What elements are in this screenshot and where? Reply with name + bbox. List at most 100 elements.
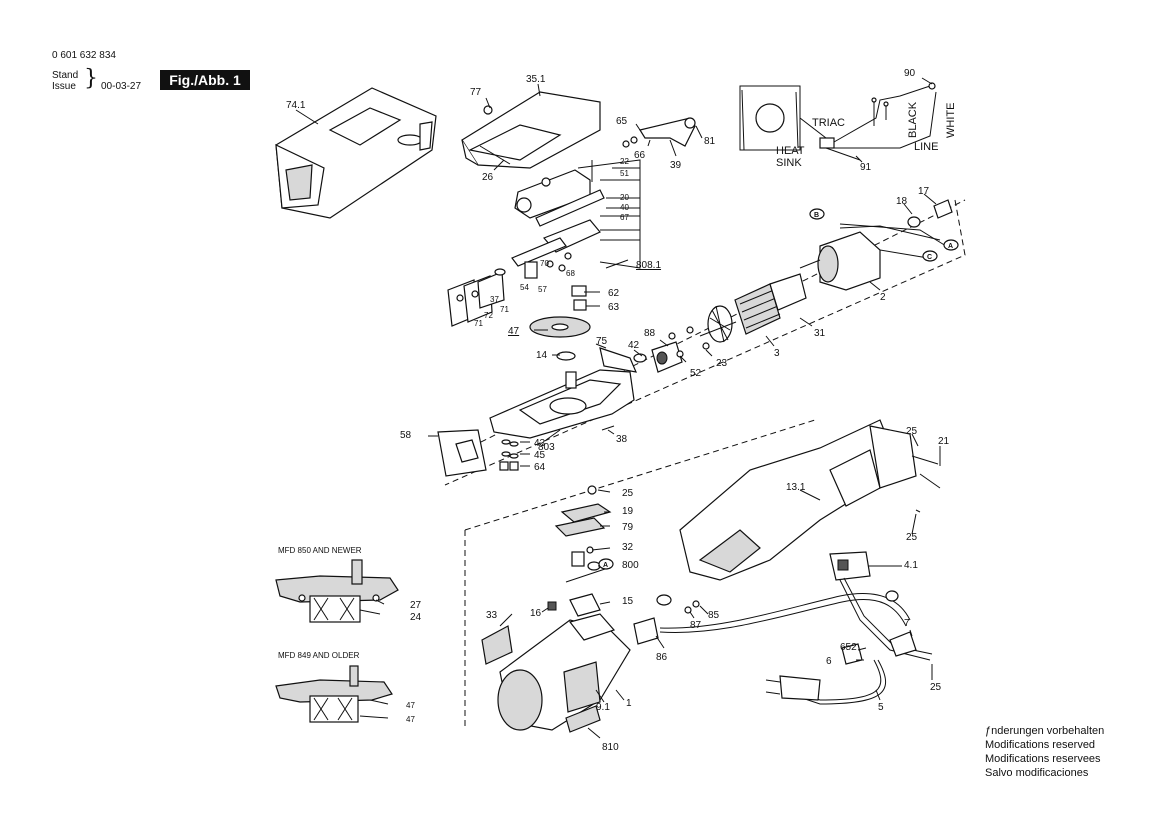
clamp-assembly-part bbox=[511, 160, 605, 279]
callout: 47 bbox=[508, 326, 520, 337]
footer-line: Salvo modificaciones bbox=[985, 767, 1089, 779]
issue-label: Issue bbox=[52, 81, 76, 92]
callout: 5 bbox=[878, 702, 884, 713]
switch-part bbox=[829, 551, 871, 581]
motor-housing-part bbox=[497, 613, 631, 731]
plug-part bbox=[765, 675, 821, 701]
callout: 57 bbox=[538, 285, 547, 294]
svg-text:A: A bbox=[603, 562, 608, 569]
callout: 42 bbox=[628, 340, 640, 351]
callout: 15 bbox=[622, 596, 634, 607]
label-810-part bbox=[565, 705, 601, 733]
callout: 803 bbox=[538, 442, 555, 453]
callout: 70 bbox=[540, 259, 549, 268]
heat-label: HEAT bbox=[776, 145, 805, 157]
callout: 54 bbox=[520, 283, 529, 292]
cable-clamp-part bbox=[841, 631, 917, 665]
footer-notice: ƒnderungen vorbehalten Modifications res… bbox=[985, 724, 1104, 780]
callout: 20 bbox=[620, 193, 629, 202]
callout: 87 bbox=[690, 620, 702, 631]
callout: 6 bbox=[826, 656, 832, 667]
callout: 25 bbox=[622, 488, 634, 499]
callout: 43 bbox=[534, 438, 546, 449]
callout: 67 bbox=[620, 213, 629, 222]
callout: 27 bbox=[410, 600, 422, 611]
brace-icon: } bbox=[84, 66, 98, 91]
figure-label: Fig./Abb. 1 bbox=[160, 70, 250, 90]
boot-cover-part bbox=[275, 87, 437, 219]
brush-parts bbox=[547, 485, 700, 645]
callout: 58 bbox=[400, 430, 412, 441]
callout: 62 bbox=[608, 288, 620, 299]
callout: 71 bbox=[500, 305, 509, 314]
callout: 4.1 bbox=[904, 560, 918, 571]
wiring-schematic bbox=[739, 82, 937, 161]
armature-part bbox=[699, 273, 807, 343]
callout: 47 bbox=[406, 701, 415, 710]
connection-markers: B A C A bbox=[598, 208, 959, 606]
callout: 800 bbox=[622, 560, 639, 571]
footer-line: Modifications reservees bbox=[985, 753, 1101, 765]
bracket-58-part bbox=[437, 429, 487, 477]
svg-text:B: B bbox=[814, 212, 819, 219]
white-label: WHITE bbox=[945, 103, 957, 138]
document-number: 0 601 632 834 bbox=[52, 50, 116, 61]
gear-housing-part bbox=[489, 347, 637, 439]
callout: 26 bbox=[482, 172, 494, 183]
svg-text:A: A bbox=[948, 243, 953, 250]
callout: 45 bbox=[534, 450, 546, 461]
callout: 72 bbox=[484, 311, 493, 320]
callout: 22 bbox=[620, 157, 629, 166]
screws-43-45-64 bbox=[499, 439, 519, 471]
callout: 7 bbox=[904, 618, 910, 629]
callout: 23 bbox=[716, 358, 728, 369]
variant-849-label: MFD 849 AND OLDER bbox=[278, 651, 360, 660]
callout: 86 bbox=[656, 652, 668, 663]
footer-line: Modifications reserved bbox=[985, 739, 1096, 751]
callout: 39 bbox=[670, 160, 682, 171]
callout: 17 bbox=[918, 186, 930, 197]
callout: 14 bbox=[536, 350, 548, 361]
callout: 79 bbox=[622, 522, 634, 533]
issue-date: 00-03-27 bbox=[101, 81, 142, 92]
stand-label: Stand bbox=[52, 70, 79, 81]
callout: 75 bbox=[596, 336, 608, 347]
callout: 33 bbox=[486, 610, 498, 621]
lever-part bbox=[622, 117, 696, 148]
frame-dash-line bbox=[464, 419, 816, 531]
sink-label: SINK bbox=[776, 157, 802, 169]
guide-plates-part bbox=[447, 268, 506, 327]
callout: 25 bbox=[906, 426, 918, 437]
handle-housing-part bbox=[679, 419, 917, 581]
label-33-part bbox=[481, 625, 513, 665]
callout: 37 bbox=[490, 295, 499, 304]
callout: 74.1 bbox=[286, 100, 306, 111]
callout: 63 bbox=[608, 302, 620, 313]
callout: 47 bbox=[406, 715, 415, 724]
field-housing-part bbox=[817, 199, 953, 291]
footer-line: ƒnderungen vorbehalten bbox=[985, 725, 1105, 737]
callout: 77 bbox=[470, 87, 482, 98]
callout: 9.1 bbox=[596, 702, 610, 713]
callout: 3 bbox=[774, 348, 780, 359]
callout: 90 bbox=[904, 68, 916, 79]
callout: 16 bbox=[530, 608, 542, 619]
gear-cover-part bbox=[461, 91, 601, 169]
callout: 1 bbox=[626, 698, 632, 709]
callout: 810 bbox=[602, 742, 619, 753]
triac-label: TRIAC bbox=[812, 117, 845, 129]
callout-labels: 74.1 77 35.1 65 66 81 39 26 22 51 20 40 … bbox=[286, 68, 950, 753]
callout: 51 bbox=[620, 169, 629, 178]
callout: 88 bbox=[644, 328, 656, 339]
callout: 808.1 bbox=[636, 260, 661, 271]
callout: 24 bbox=[410, 612, 422, 623]
callout: 21 bbox=[938, 436, 950, 447]
variant-849-drawing bbox=[275, 665, 393, 723]
callout: 31 bbox=[814, 328, 826, 339]
callout: 32 bbox=[622, 542, 634, 553]
callout: 18 bbox=[896, 196, 908, 207]
callout: 85 bbox=[708, 610, 720, 621]
callout: 40 bbox=[620, 203, 629, 212]
callout: 25 bbox=[906, 532, 918, 543]
